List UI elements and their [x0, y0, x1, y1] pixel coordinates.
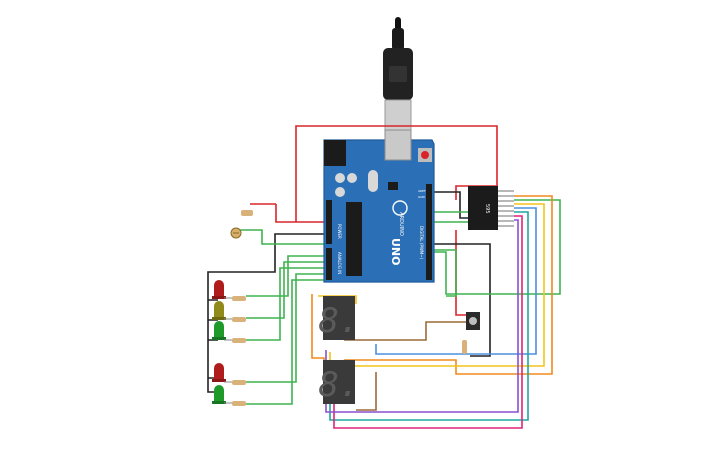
power-jack	[324, 140, 346, 166]
analog-header[interactable]	[326, 248, 332, 280]
push-button[interactable]	[466, 312, 480, 330]
photoresistor[interactable]	[230, 227, 242, 239]
digital-header-label: DIGITAL (PWM~)	[419, 226, 424, 260]
led-red-1[interactable]	[212, 280, 226, 299]
led-red-2[interactable]	[212, 363, 226, 382]
aref-label: AREF	[418, 189, 426, 193]
digital-header[interactable]	[426, 184, 432, 280]
seven-segment-top[interactable]: 8.	[319, 296, 360, 341]
seven-segment-bottom[interactable]: 8.	[319, 360, 360, 405]
digit-top: 8.	[319, 301, 360, 341]
led-resistors	[232, 296, 246, 406]
power-header[interactable]	[326, 200, 332, 244]
led-green-2[interactable]	[212, 385, 226, 404]
wires	[207, 125, 561, 429]
brand-label: ARDUINO	[398, 212, 404, 236]
reset-button[interactable]	[421, 151, 429, 159]
atmega-chip	[346, 202, 362, 276]
power-header-label: POWER	[337, 224, 342, 239]
led-green-1[interactable]	[212, 321, 226, 340]
digit-bottom: 8.	[319, 365, 360, 405]
led-yellow[interactable]	[212, 301, 226, 320]
button-resistor	[462, 340, 467, 354]
resistor-ldr[interactable]	[241, 210, 253, 216]
shift-register-595[interactable]: 595	[468, 186, 514, 230]
led-leads	[224, 297, 232, 404]
analog-header-label: ANALOG IN	[337, 252, 342, 274]
chip-label: 595	[484, 204, 490, 214]
arduino-uno-board[interactable]: ARDUINO UNO POWER ANALOG IN DIGITAL (PWM…	[323, 129, 435, 283]
board-name: UNO	[389, 238, 402, 266]
usb-port	[384, 129, 412, 161]
gnd-label: GND	[418, 195, 426, 199]
usb-cable[interactable]	[383, 17, 413, 131]
arduino-logo	[392, 200, 408, 216]
